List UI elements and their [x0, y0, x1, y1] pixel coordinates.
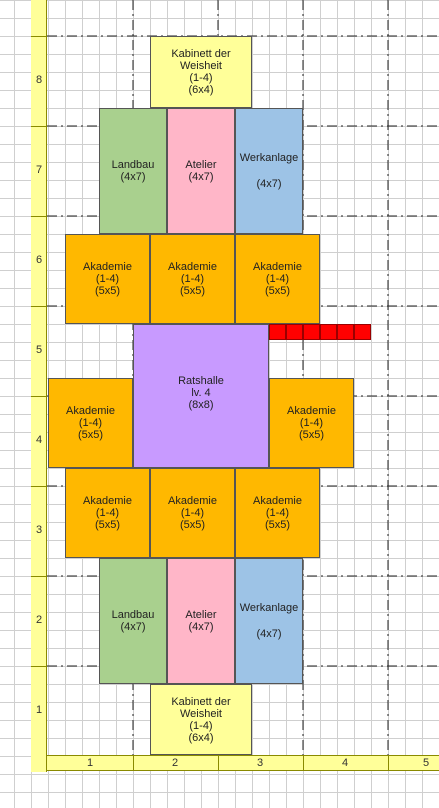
building-academy[interactable]: Akademie(1-4)(5x5) — [235, 468, 320, 558]
ruler-tick — [31, 36, 47, 37]
building-academy[interactable]: Akademie(1-4)(5x5) — [150, 468, 235, 558]
vertical-ruler — [31, 0, 47, 772]
row-label-3: 3 — [35, 524, 43, 536]
ruler-tick — [31, 396, 47, 397]
building-size: (4x7) — [256, 628, 282, 640]
row-label-1: 1 — [35, 704, 43, 716]
building-size: (5x5) — [264, 285, 291, 297]
building-academy[interactable]: Akademie(1-4)(5x5) — [48, 378, 133, 468]
ruler-tick — [31, 666, 47, 667]
building-size: (5x5) — [298, 429, 325, 441]
building-name: Atelier — [185, 159, 217, 171]
col-label-5: 5 — [422, 757, 430, 769]
building-levels: (1-4) — [95, 273, 120, 285]
building-size: (4x7) — [188, 621, 214, 633]
building-academy[interactable]: Akademie(1-4)(5x5) — [65, 234, 150, 324]
building-name: Akademie — [253, 261, 302, 273]
building-size: (4x7) — [120, 621, 146, 633]
building-size: (6x4) — [188, 84, 214, 96]
ruler-tick — [31, 126, 47, 127]
building-academy[interactable]: Akademie(1-4)(5x5) — [150, 234, 235, 324]
building-name: Akademie — [168, 495, 217, 507]
building-workshop-top[interactable]: Werkanlage (4x7) — [235, 108, 303, 234]
building-levels: (1-4) — [78, 417, 103, 429]
building-levels: (1-4) — [299, 417, 324, 429]
building-name: Akademie — [83, 261, 132, 273]
building-size: (5x5) — [264, 519, 291, 531]
building-name: Kabinett der Weisheit — [171, 48, 231, 72]
row-label-8: 8 — [35, 74, 43, 86]
building-size: (5x5) — [94, 285, 121, 297]
building-atelier-top[interactable]: Atelier(4x7) — [167, 108, 235, 234]
building-size: (8x8) — [188, 399, 214, 411]
ruler-tick — [218, 755, 219, 771]
row-label-5: 5 — [35, 344, 43, 356]
building-size: (4x7) — [120, 171, 146, 183]
ruler-tick — [31, 216, 47, 217]
road-tile[interactable] — [269, 324, 286, 340]
ruler-tick — [388, 755, 389, 771]
building-name: Atelier — [185, 609, 217, 621]
row-label-4: 4 — [35, 434, 43, 446]
building-size: (5x5) — [179, 285, 206, 297]
building-levels: (1-4) — [95, 507, 120, 519]
building-workshop-bottom[interactable]: Werkanlage (4x7) — [235, 558, 303, 684]
building-levels: (1-4) — [180, 507, 205, 519]
ruler-tick — [31, 306, 47, 307]
building-name: Akademie — [168, 261, 217, 273]
row-label-7: 7 — [35, 164, 43, 176]
building-size: (5x5) — [94, 519, 121, 531]
building-levels: (1-4) — [265, 273, 290, 285]
road-tile[interactable] — [320, 324, 337, 340]
building-cabinet-top[interactable]: Kabinett der Weisheit(1-4)(6x4) — [150, 36, 252, 108]
ruler-tick — [31, 576, 47, 577]
road-tile[interactable] — [303, 324, 320, 340]
road-tile[interactable] — [337, 324, 354, 340]
road-tile[interactable] — [354, 324, 371, 340]
building-academy[interactable]: Akademie(1-4)(5x5) — [269, 378, 354, 468]
building-size: (6x4) — [188, 731, 214, 744]
building-levels: (1-4) — [180, 273, 205, 285]
building-atelier-bottom[interactable]: Atelier(4x7) — [167, 558, 235, 684]
building-levels: (1-4) — [189, 719, 213, 732]
building-name: Landbau — [111, 609, 155, 621]
building-size: (4x7) — [256, 178, 282, 190]
col-label-3: 3 — [256, 757, 264, 769]
ruler-tick — [133, 755, 134, 771]
building-name: Werkanlage — [239, 602, 299, 614]
row-label-2: 2 — [35, 614, 43, 626]
road-tile[interactable] — [286, 324, 303, 340]
col-label-4: 4 — [341, 757, 349, 769]
building-size: (5x5) — [77, 429, 104, 441]
col-label-2: 2 — [171, 757, 179, 769]
building-cabinet-bottom[interactable]: Kabinett der Weisheit(1-4)(6x4) — [150, 684, 252, 755]
building-size: (5x5) — [179, 519, 206, 531]
building-name: Kabinett der Weisheit — [171, 695, 231, 720]
horizontal-ruler — [47, 755, 439, 771]
ruler-tick — [31, 486, 47, 487]
building-academy[interactable]: Akademie(1-4)(5x5) — [235, 234, 320, 324]
building-level: lv. 4 — [191, 387, 211, 399]
building-levels: (1-4) — [189, 72, 213, 84]
row-label-6: 6 — [35, 254, 43, 266]
building-name: Werkanlage — [239, 152, 299, 164]
building-name: Ratshalle — [178, 375, 224, 387]
building-name: Akademie — [287, 405, 336, 417]
building-size: (4x7) — [188, 171, 214, 183]
building-name: Akademie — [66, 405, 115, 417]
building-levels: (1-4) — [265, 507, 290, 519]
ruler-tick — [303, 755, 304, 771]
building-name: Akademie — [253, 495, 302, 507]
building-name: Landbau — [111, 159, 155, 171]
building-farm-bottom[interactable]: Landbau(4x7) — [99, 558, 167, 684]
building-academy[interactable]: Akademie(1-4)(5x5) — [65, 468, 150, 558]
col-label-1: 1 — [86, 757, 94, 769]
building-farm-top[interactable]: Landbau(4x7) — [99, 108, 167, 234]
building-name: Akademie — [83, 495, 132, 507]
